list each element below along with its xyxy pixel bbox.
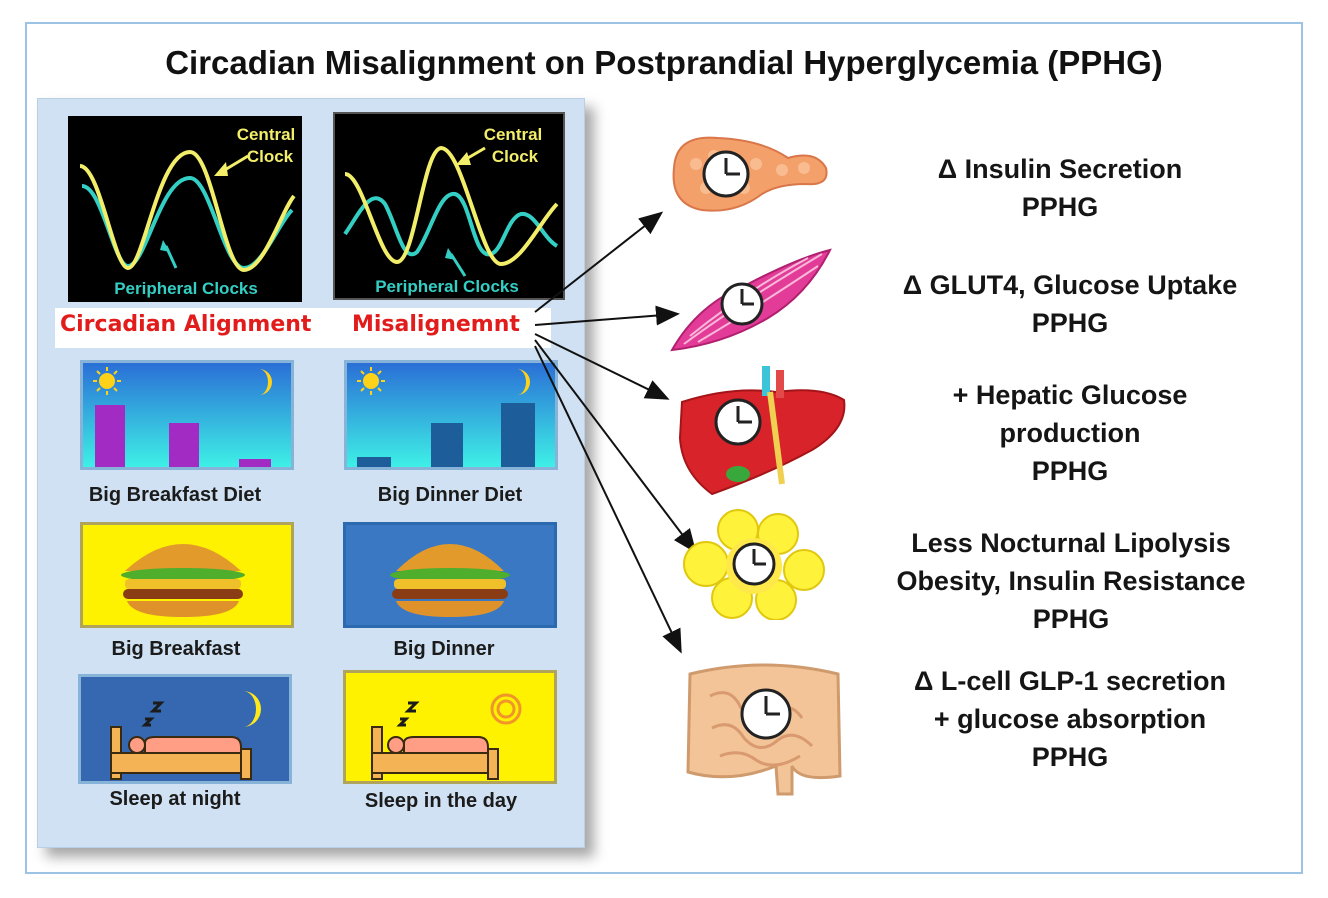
big-dinner-diet-caption: Big Dinner Diet — [377, 484, 523, 506]
sleep-at-night-caption: Sleep at night — [109, 788, 241, 810]
effect-line: PPHG — [1031, 742, 1109, 772]
big-breakfast-tile — [80, 522, 294, 628]
liver-icon — [678, 366, 846, 496]
effect-line: Δ GLUT4, Glucose Uptake — [902, 270, 1238, 300]
arrow-to-muscle — [534, 305, 680, 326]
sleep-in-day-tile — [343, 670, 557, 784]
arrow-to-intestine — [534, 345, 682, 654]
central-clock-label-1: Central — [484, 125, 543, 144]
sun-icon — [357, 367, 385, 395]
bed-icon — [371, 726, 499, 780]
big-dinner-caption: Big Dinner — [393, 638, 495, 660]
moon-icon — [517, 369, 530, 395]
zzz-icon — [396, 701, 420, 727]
central-clock-curve — [344, 145, 559, 267]
breakfast-bar — [95, 405, 125, 467]
zzz-icon — [141, 701, 165, 727]
effect-line: + Hepatic Glucose — [952, 380, 1188, 410]
effect-adipose: Less Nocturnal Lipolysis Obesity, Insuli… — [856, 524, 1286, 638]
sun-icon — [490, 693, 522, 725]
effect-line: Δ Insulin Secretion — [937, 154, 1183, 184]
adipose-icon — [683, 509, 825, 620]
effect-line: PPHG — [1021, 192, 1099, 222]
clock-icon — [740, 688, 792, 740]
big-dinner-diet-chart — [344, 360, 558, 470]
big-breakfast-diet-chart — [80, 360, 294, 470]
clock-icon — [732, 542, 776, 586]
big-dinner-tile — [343, 522, 557, 628]
circadian-alignment-label: Circadian Alignment — [60, 312, 312, 337]
moon-icon — [243, 691, 261, 727]
big-breakfast-caption: Big Breakfast — [111, 638, 241, 660]
burger-icon — [390, 544, 510, 617]
burger-icon — [121, 544, 245, 617]
central-clock-curve — [79, 149, 296, 273]
effect-line: + glucose absorption — [933, 704, 1207, 734]
intestine-icon — [686, 663, 842, 796]
arrow-to-adipose — [534, 339, 697, 554]
effect-line: Δ L-cell GLP-1 secretion — [914, 666, 1226, 696]
effect-pancreas: Δ Insulin Secretion PPHG — [860, 150, 1260, 226]
peripheral-clock-curve — [343, 192, 559, 257]
alignment-banner — [55, 308, 551, 348]
effect-liver: + Hepatic Glucose production PPHG — [860, 376, 1280, 490]
moon-icon — [259, 369, 272, 395]
pancreas-icon — [672, 136, 828, 212]
clock-panel-misalignment: Central Clock Peripheral Clocks — [333, 112, 565, 300]
misalignment-label: Misalignemnt — [352, 312, 520, 337]
lunch-bar — [169, 423, 199, 467]
sleep-in-day-caption: Sleep in the day — [364, 790, 518, 812]
central-clock-label-2: Clock — [247, 147, 294, 166]
big-breakfast-diet-caption: Big Breakfast Diet — [88, 484, 262, 506]
figure-title: Circadian Misalignment on Postprandial H… — [165, 44, 1163, 81]
peripheral-clock-label: Peripheral Clocks — [114, 279, 258, 298]
sleep-at-night-tile — [78, 674, 292, 784]
central-clock-label-2: Clock — [492, 147, 539, 166]
effect-line: Obesity, Insulin Resistance — [896, 566, 1246, 596]
effect-line: PPHG — [1031, 456, 1109, 486]
effect-line: Less Nocturnal Lipolysis — [911, 528, 1231, 558]
lunch-bar — [431, 423, 463, 467]
clock-icon — [714, 398, 762, 446]
clock-panel-alignment: Central Clock Peripheral Clocks — [68, 116, 302, 302]
muscle-icon — [670, 248, 832, 352]
sun-icon — [93, 367, 121, 395]
effect-line: production — [999, 418, 1141, 448]
dinner-bar — [501, 403, 535, 467]
breakfast-bar — [357, 457, 391, 467]
arrow-to-liver — [534, 333, 670, 400]
effect-line: PPHG — [1031, 308, 1109, 338]
arrow-to-pancreas — [534, 211, 664, 313]
effect-line: PPHG — [1032, 604, 1110, 634]
peripheral-clock-label: Peripheral Clocks — [375, 277, 519, 296]
effect-muscle: Δ GLUT4, Glucose Uptake PPHG — [860, 266, 1280, 342]
bed-icon — [110, 726, 252, 780]
clock-icon — [720, 282, 764, 326]
central-clock-label-1: Central — [237, 125, 296, 144]
effect-intestine: Δ L-cell GLP-1 secretion + glucose absor… — [860, 662, 1280, 776]
clock-icon — [702, 150, 750, 198]
dinner-bar — [239, 459, 271, 467]
